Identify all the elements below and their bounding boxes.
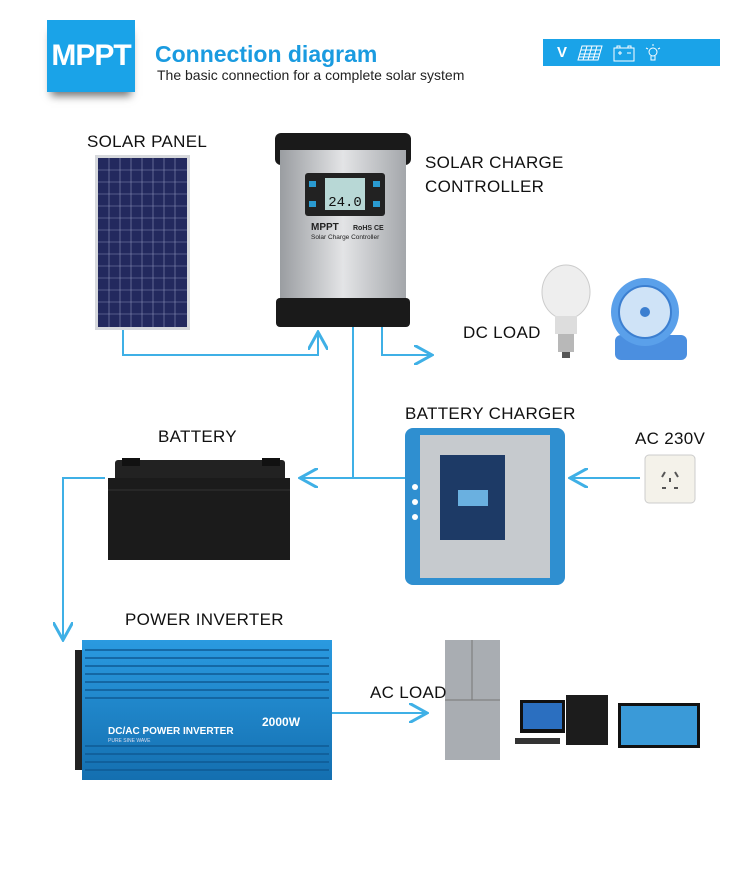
inverter-wattage: 2000W bbox=[262, 715, 301, 729]
banner-letter: V bbox=[557, 44, 568, 61]
fan-image bbox=[611, 278, 687, 360]
refrigerator-image bbox=[445, 640, 500, 760]
panel-to-controller-arrow bbox=[122, 330, 318, 356]
page-title: Connection diagram bbox=[155, 41, 378, 67]
controller-display: 24.0 bbox=[328, 195, 362, 211]
battery-to-inverter-arrow bbox=[63, 477, 105, 638]
battery-charger-label: BATTERY CHARGER bbox=[405, 404, 576, 423]
charge-controller-image bbox=[275, 133, 411, 327]
inverter-sub: PURE SINE WAVE bbox=[108, 738, 151, 744]
tv-image bbox=[618, 703, 700, 748]
inverter-label: POWER INVERTER bbox=[125, 610, 284, 629]
solar-panel-label: SOLAR PANEL bbox=[87, 132, 208, 151]
controller-marks: RoHS CE bbox=[353, 225, 384, 232]
battery-image bbox=[108, 458, 290, 560]
wall-socket-image bbox=[644, 454, 696, 504]
controller-to-dcload-arrow bbox=[381, 327, 430, 355]
controller-label-line1: SOLAR CHARGE bbox=[425, 153, 564, 172]
ac-load-label: AC LOAD bbox=[370, 683, 447, 702]
battery-label: BATTERY bbox=[158, 427, 237, 446]
bulb-icon bbox=[645, 43, 661, 60]
page-subtitle: The basic connection for a complete sola… bbox=[157, 67, 465, 83]
battery-icon bbox=[613, 45, 635, 61]
inverter-title: DC/AC POWER INVERTER bbox=[108, 726, 234, 737]
solar-panel-image bbox=[95, 155, 190, 330]
power-inverter-image bbox=[75, 640, 332, 780]
header-banner: V bbox=[543, 39, 720, 66]
computer-image bbox=[515, 695, 608, 745]
controller-brand: MPPT bbox=[311, 222, 339, 233]
bulb-image bbox=[541, 264, 591, 358]
mppt-logo: MPPT bbox=[47, 20, 135, 92]
controller-subtitle: Solar Charge Controller bbox=[311, 234, 380, 241]
dc-load-label: DC LOAD bbox=[463, 323, 541, 342]
battery-charger-image bbox=[405, 428, 565, 585]
solar-panel-icon bbox=[577, 45, 603, 60]
controller-label-line2: CONTROLLER bbox=[425, 177, 545, 196]
ac-source-label: AC 230V bbox=[635, 429, 706, 448]
